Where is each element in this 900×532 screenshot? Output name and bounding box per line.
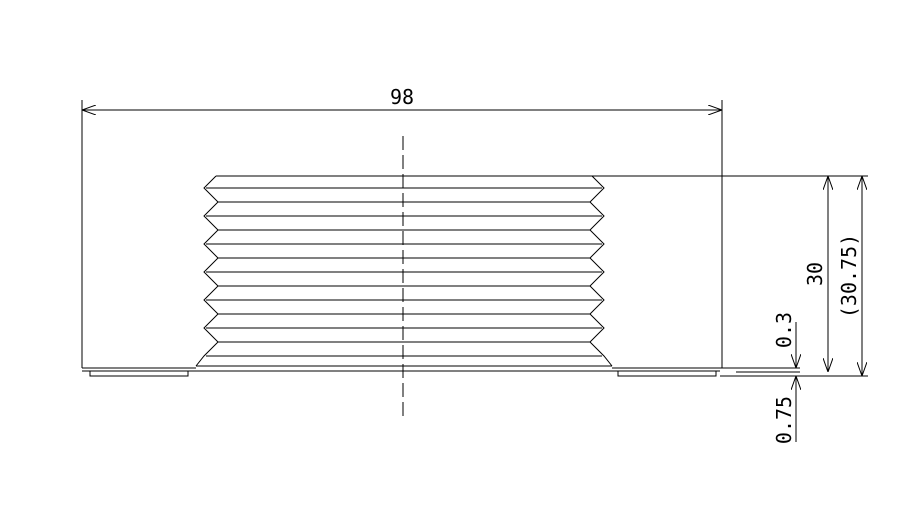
dimension-total-height-label: (30.75) — [837, 234, 861, 318]
dimension-gap-upper: 0.3 — [772, 312, 796, 368]
dimension-gap-lower-label: 0.75 — [772, 396, 796, 444]
right-foot — [617, 370, 717, 377]
thread-body — [195, 175, 613, 367]
thread-left-profile — [195, 175, 219, 367]
dimension-gap-upper-label: 0.3 — [772, 312, 796, 348]
thread-right-profile — [589, 175, 613, 367]
left-foot — [89, 370, 189, 377]
dimension-total-height: (30.75) — [837, 176, 862, 376]
base-plate — [81, 100, 800, 377]
dimension-width-label: 98 — [390, 85, 414, 109]
dimension-thread-height-label: 30 — [803, 262, 827, 286]
dimension-thread-height: 30 — [803, 176, 828, 372]
dimension-gap-lower: 0.75 — [772, 376, 796, 444]
dimension-width: 98 — [82, 85, 722, 110]
thread-lines — [206, 187, 602, 357]
